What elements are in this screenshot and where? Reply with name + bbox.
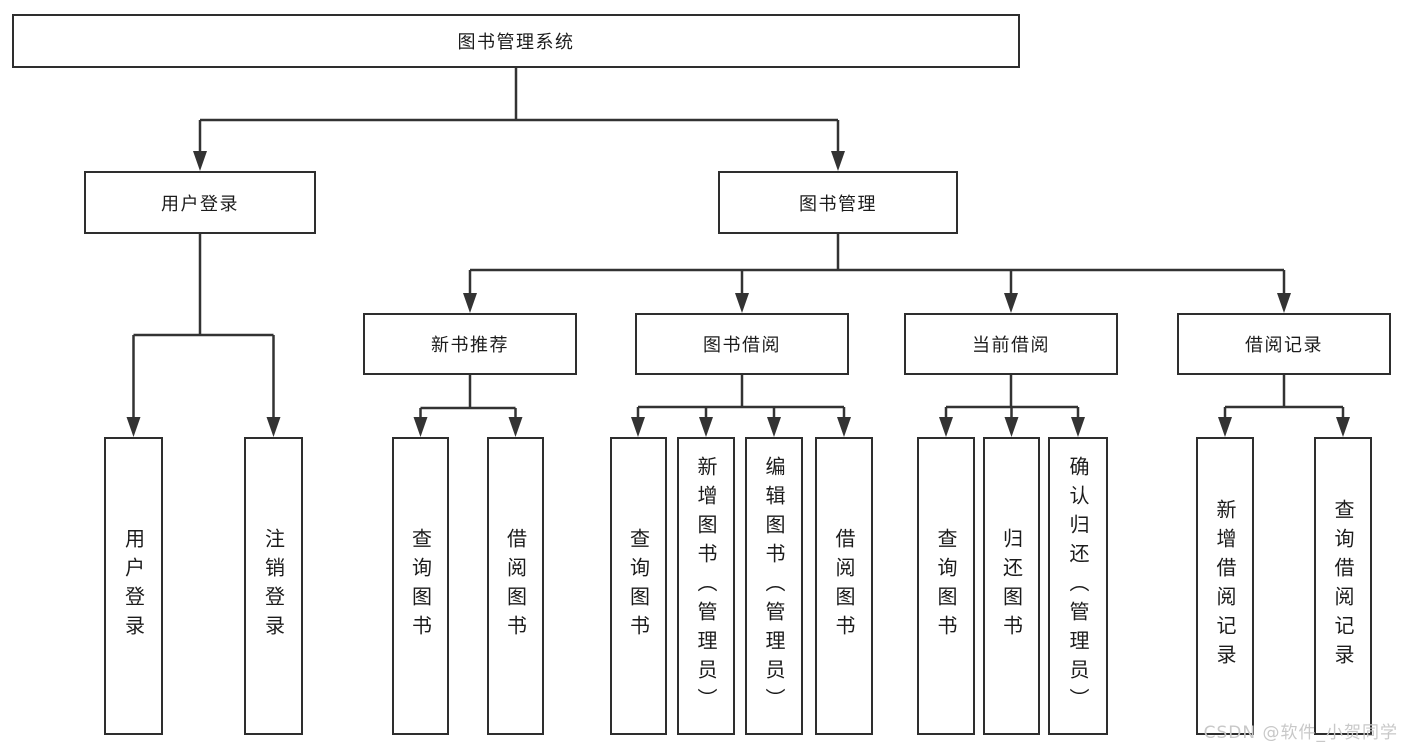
leaf-logout: 注销登录 bbox=[244, 437, 303, 735]
node-label: 新增图书（管理员） bbox=[694, 455, 718, 717]
node-label: 借阅图书 bbox=[503, 528, 528, 644]
leaf-user-login: 用户登录 bbox=[104, 437, 163, 735]
node-label: 注销登录 bbox=[261, 528, 286, 644]
leaf-edit-books-admin: 编辑图书（管理员） bbox=[745, 437, 803, 735]
leaf-query-books-2: 查询图书 bbox=[610, 437, 667, 735]
node-book-borrowing: 图书借阅 bbox=[635, 313, 849, 375]
arrowheads bbox=[126, 151, 1350, 437]
leaf-query-books-3: 查询图书 bbox=[917, 437, 975, 735]
node-label: 新书推荐 bbox=[431, 335, 509, 356]
node-label: 图书管理 bbox=[799, 193, 877, 215]
node-label: 借阅图书 bbox=[832, 528, 856, 644]
node-label: 图书管理系统 bbox=[457, 32, 575, 53]
leaf-borrow-books-1: 借阅图书 bbox=[487, 437, 544, 735]
node-borrowing-records: 借阅记录 bbox=[1177, 313, 1391, 375]
leaf-confirm-return-admin: 确认归还（管理员） bbox=[1048, 437, 1108, 735]
leaf-add-borrow-record: 新增借阅记录 bbox=[1196, 437, 1254, 735]
leaf-query-borrow-record: 查询借阅记录 bbox=[1314, 437, 1372, 735]
node-label: 用户登录 bbox=[161, 193, 239, 215]
node-label: 借阅记录 bbox=[1245, 335, 1323, 356]
node-user-login: 用户登录 bbox=[84, 171, 316, 234]
node-label: 归还图书 bbox=[999, 528, 1024, 644]
leaf-borrow-books-2: 借阅图书 bbox=[815, 437, 873, 735]
node-label: 查询图书 bbox=[408, 528, 433, 644]
node-label: 查询图书 bbox=[626, 528, 651, 644]
node-label: 用户登录 bbox=[121, 528, 146, 644]
leaf-add-books-admin: 新增图书（管理员） bbox=[677, 437, 735, 735]
node-label: 图书借阅 bbox=[703, 335, 781, 356]
node-label: 查询借阅记录 bbox=[1331, 499, 1355, 673]
leaf-query-books-1: 查询图书 bbox=[392, 437, 449, 735]
node-book-management: 图书管理 bbox=[718, 171, 958, 234]
node-new-book-recommend: 新书推荐 bbox=[363, 313, 577, 375]
leaf-return-books: 归还图书 bbox=[983, 437, 1040, 735]
node-current-borrowing: 当前借阅 bbox=[904, 313, 1118, 375]
node-label: 确认归还（管理员） bbox=[1066, 455, 1090, 717]
node-label: 新增借阅记录 bbox=[1213, 499, 1237, 673]
node-label: 当前借阅 bbox=[972, 335, 1050, 356]
node-library-management-system: 图书管理系统 bbox=[12, 14, 1020, 68]
node-label: 编辑图书（管理员） bbox=[762, 455, 786, 717]
csdn-watermark: CSDN @软件_小贺同学 bbox=[1203, 723, 1398, 743]
node-label: 查询图书 bbox=[934, 528, 958, 644]
